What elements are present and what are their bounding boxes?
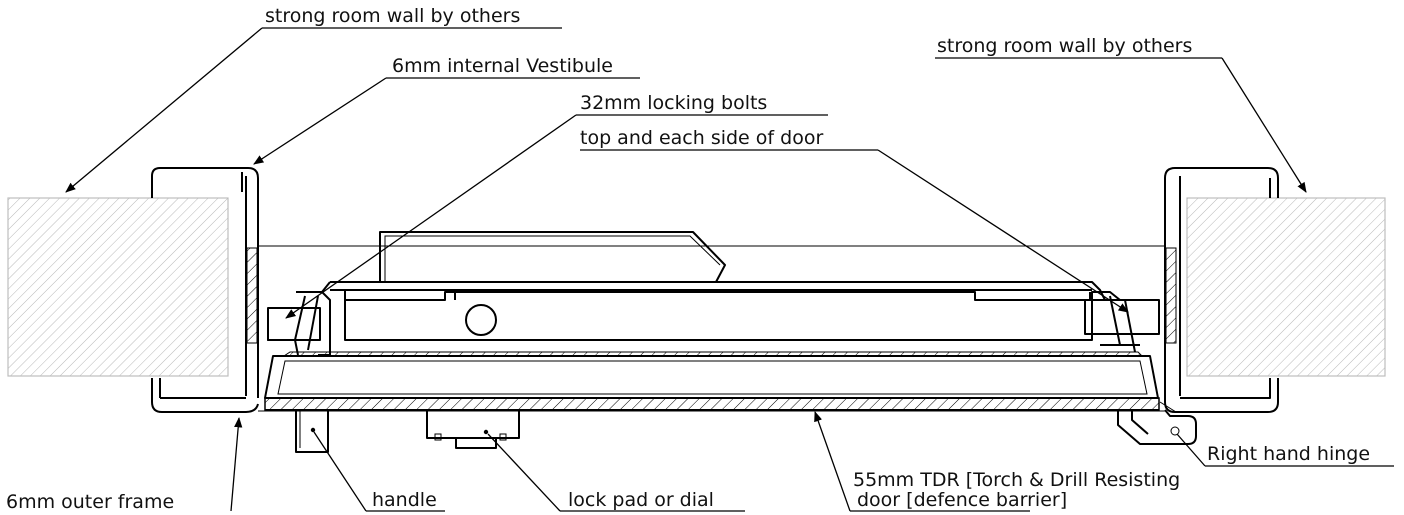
label-lock-pad: lock pad or dial — [568, 489, 714, 511]
right-wall-block — [1186, 197, 1386, 377]
left-locking-bolt — [267, 291, 331, 356]
hinge-part — [1117, 401, 1197, 445]
door-leaf — [264, 351, 1160, 411]
label-tdr-line1: 55mm TDR [Torch & Drill Resisting — [853, 469, 1180, 491]
label-hinge: Right hand hinge — [1207, 443, 1370, 465]
right-frame — [1164, 167, 1279, 413]
handle-part — [295, 410, 329, 453]
left-wall-block — [7, 197, 229, 377]
label-bolts-line2: top and each side of door — [580, 127, 823, 149]
label-handle: handle — [372, 489, 437, 511]
right-locking-bolt — [1084, 291, 1160, 353]
leader-lines — [65, 27, 1394, 512]
label-wall-right: strong room wall by others — [937, 35, 1192, 57]
left-frame — [151, 167, 259, 413]
label-wall-left: strong room wall by others — [265, 5, 520, 27]
label-outer-frame: 6mm outer frame — [6, 491, 174, 513]
label-vestibule: 6mm internal Vestibule — [392, 55, 613, 77]
label-tdr-line2: door [defence barrier] — [857, 489, 1067, 511]
bolt-carrier — [321, 281, 1106, 341]
lock-pad-part — [426, 409, 520, 449]
bolt-plate — [379, 231, 726, 283]
label-bolts-line1: 32mm locking bolts — [580, 92, 767, 114]
